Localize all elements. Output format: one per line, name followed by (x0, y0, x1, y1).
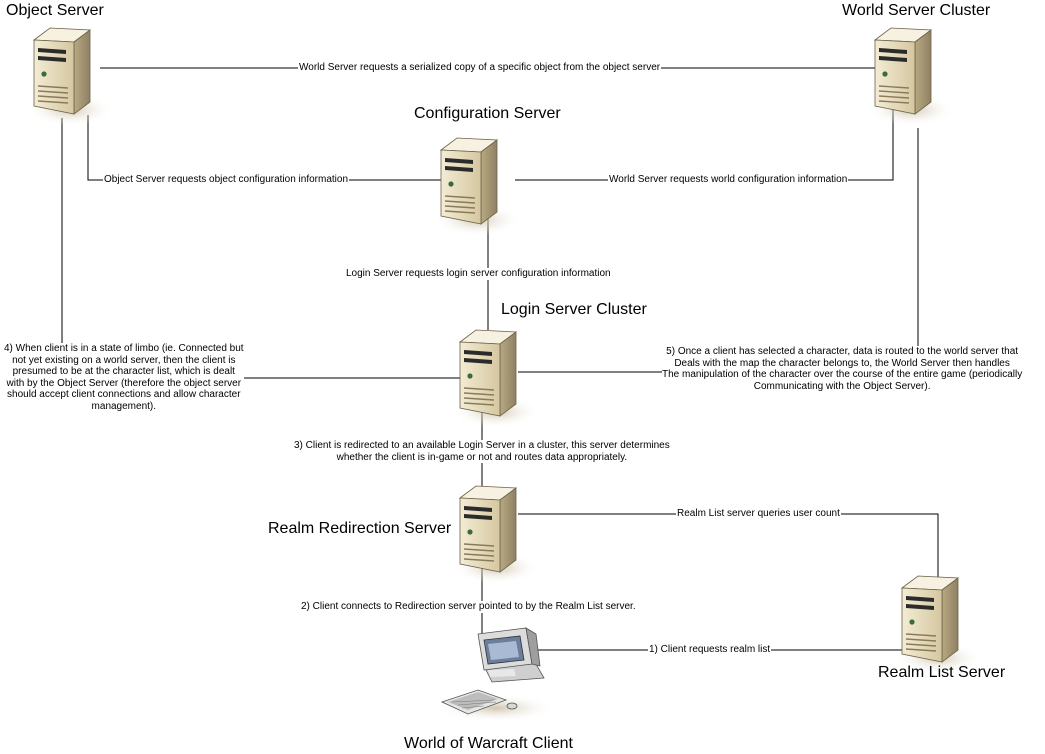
object-server-icon (25, 27, 115, 127)
client-computer-icon (436, 627, 556, 722)
edge-world-config (515, 110, 894, 181)
label-realm-user-count: Realm List server queries user count (676, 508, 841, 520)
edge-object-config (87, 115, 445, 181)
realm-list-server-title: Realm List Server (878, 664, 1006, 681)
edge-realm-user-count (518, 513, 939, 578)
edge-world-login (518, 128, 919, 373)
login-server-cluster-title: Login Server Cluster (501, 301, 647, 318)
label-step2: 2) Client connects to Redirection server… (300, 601, 637, 613)
realm-redirection-server-icon (451, 485, 541, 585)
edge-object-login (61, 118, 465, 379)
world-server-cluster-title: World Server Cluster (842, 2, 991, 19)
client-title: World of Warcraft Client (404, 735, 573, 752)
label-step5: 5) Once a client has selected a characte… (662, 346, 1023, 392)
configuration-server-title: Configuration Server (414, 105, 561, 122)
label-step1: 1) Client requests realm list (648, 644, 772, 656)
label-world-object: World Server requests a serialized copy … (298, 62, 662, 74)
label-step4: 4) When client is in a state of limbo (i… (4, 343, 244, 412)
login-server-cluster-icon (451, 329, 541, 429)
configuration-server-icon (432, 137, 522, 237)
realm-redirection-server-title: Realm Redirection Server (268, 520, 452, 537)
object-server-title: Object Server (6, 2, 104, 19)
label-step3: 3) Client is redirected to an available … (294, 440, 670, 463)
label-object-config: Object Server requests object configurat… (103, 174, 350, 186)
realm-list-server-icon (893, 575, 983, 675)
label-login-config: Login Server requests login server confi… (345, 268, 612, 280)
label-world-config: World Server requests world configuratio… (608, 174, 849, 186)
world-server-cluster-icon (866, 27, 956, 127)
